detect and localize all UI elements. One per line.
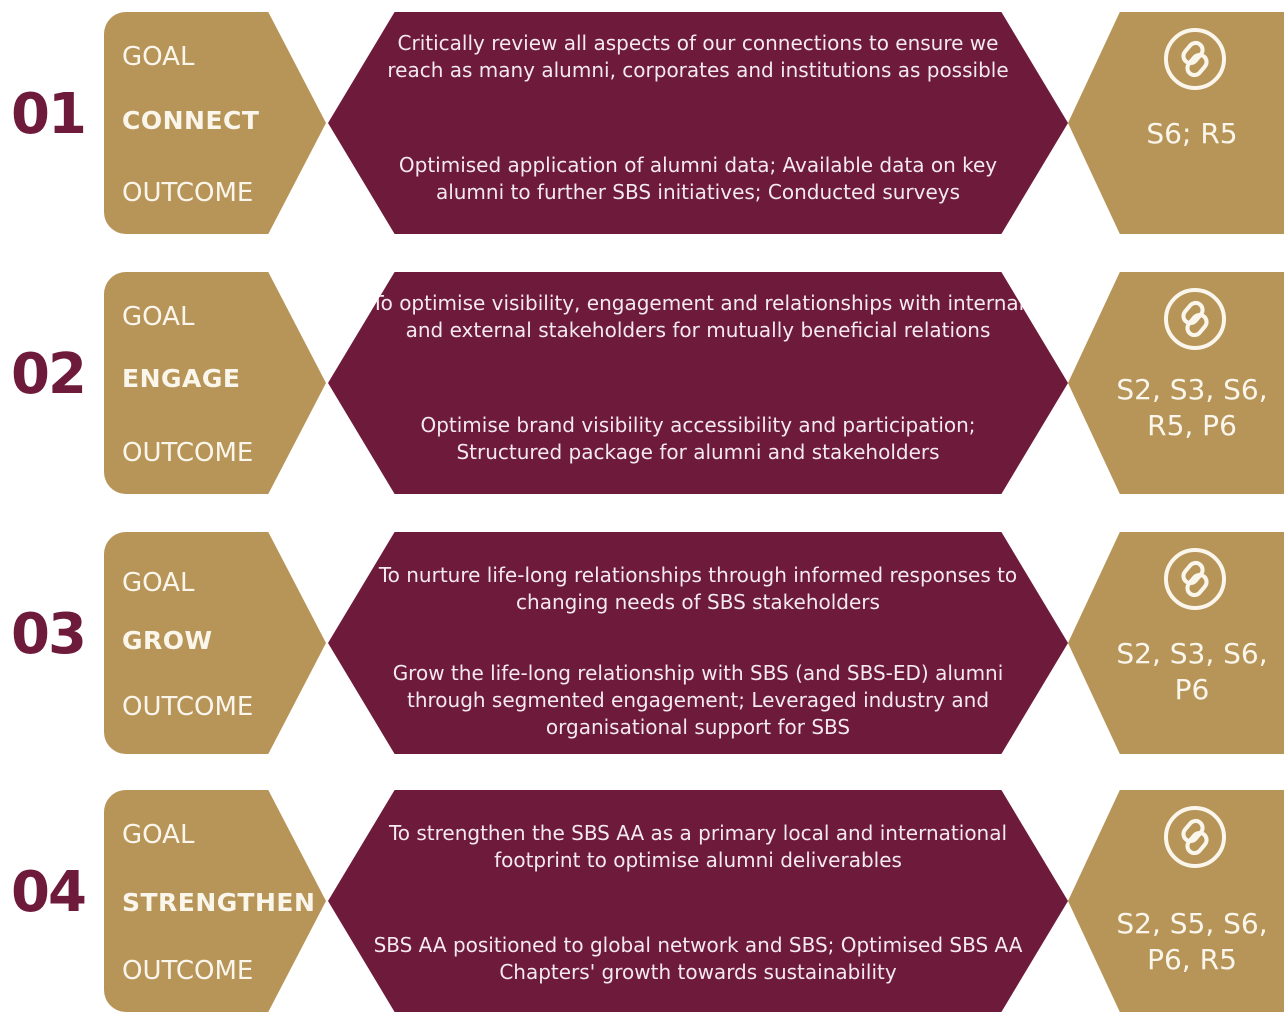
goal-label: GOAL bbox=[122, 568, 195, 598]
goal-label-panel: GOAL ENGAGE OUTCOME bbox=[104, 272, 326, 494]
goal-number: 01 bbox=[11, 82, 87, 147]
goal-number: 03 bbox=[11, 602, 87, 667]
goal-row-engage: 02 GOAL ENGAGE OUTCOME To optimise visib… bbox=[0, 272, 1284, 494]
references-panel: S2, S5, S6, P6, R5 bbox=[1068, 790, 1284, 1012]
reference-codes: S2, S3, S6, R5, P6 bbox=[1116, 373, 1268, 442]
outcome-label: OUTCOME bbox=[122, 178, 254, 208]
goal-text: Critically review all aspects of our con… bbox=[387, 31, 1009, 82]
goal-row-strengthen: 04 GOAL STRENGTHEN OUTCOME To strengthen… bbox=[0, 790, 1284, 1012]
goal-text: To optimise visibility, engagement and r… bbox=[371, 291, 1025, 342]
outcome-label: OUTCOME bbox=[122, 956, 254, 986]
goal-description-panel: Critically review all aspects of our con… bbox=[328, 12, 1068, 234]
goal-name: GROW bbox=[122, 626, 213, 655]
goal-number: 04 bbox=[11, 860, 87, 925]
goal-name: STRENGTHEN bbox=[122, 888, 316, 917]
goal-label-panel: GOAL STRENGTHEN OUTCOME bbox=[104, 790, 326, 1012]
goal-description-panel: To strengthen the SBS AA as a primary lo… bbox=[328, 790, 1068, 1012]
outcome-text: Optimised application of alumni data; Av… bbox=[398, 153, 998, 204]
link-icon bbox=[1164, 806, 1226, 868]
reference-codes: S6; R5 bbox=[1146, 117, 1238, 150]
goal-name: CONNECT bbox=[122, 106, 260, 135]
link-icon bbox=[1164, 288, 1226, 350]
link-icon bbox=[1164, 548, 1226, 610]
references-panel: S2, S3, S6, R5, P6 bbox=[1068, 272, 1284, 494]
goal-text: To nurture life-long relationships throu… bbox=[378, 563, 1018, 614]
link-icon bbox=[1164, 28, 1226, 90]
goal-label: GOAL bbox=[122, 302, 195, 332]
outcome-text: Grow the life-long relationship with SBS… bbox=[392, 661, 1004, 739]
goal-text: To strengthen the SBS AA as a primary lo… bbox=[388, 821, 1008, 872]
references-panel: S6; R5 bbox=[1068, 12, 1284, 234]
goal-label-panel: GOAL GROW OUTCOME bbox=[104, 532, 326, 754]
goal-description-panel: To optimise visibility, engagement and r… bbox=[328, 272, 1068, 494]
reference-codes: S2, S3, S6, P6 bbox=[1116, 637, 1268, 706]
outcome-label: OUTCOME bbox=[122, 438, 254, 468]
goal-label: GOAL bbox=[122, 820, 195, 850]
goal-number: 02 bbox=[11, 342, 87, 407]
reference-codes: S2, S5, S6, P6, R5 bbox=[1116, 907, 1268, 976]
outcome-text: SBS AA positioned to global network and … bbox=[373, 933, 1023, 984]
goal-row-grow: 03 GOAL GROW OUTCOME To nurture life-lon… bbox=[0, 532, 1284, 754]
outcome-label: OUTCOME bbox=[122, 692, 254, 722]
goal-row-connect: 01 GOAL CONNECT OUTCOME Critically revie… bbox=[0, 12, 1284, 234]
goal-label-panel: GOAL CONNECT OUTCOME bbox=[104, 12, 326, 234]
goal-label: GOAL bbox=[122, 42, 195, 72]
goal-description-panel: To nurture life-long relationships throu… bbox=[328, 532, 1068, 754]
goal-name: ENGAGE bbox=[122, 364, 241, 393]
references-panel: S2, S3, S6, P6 bbox=[1068, 532, 1284, 754]
outcome-text: Optimise brand visibility accessibility … bbox=[420, 413, 976, 464]
